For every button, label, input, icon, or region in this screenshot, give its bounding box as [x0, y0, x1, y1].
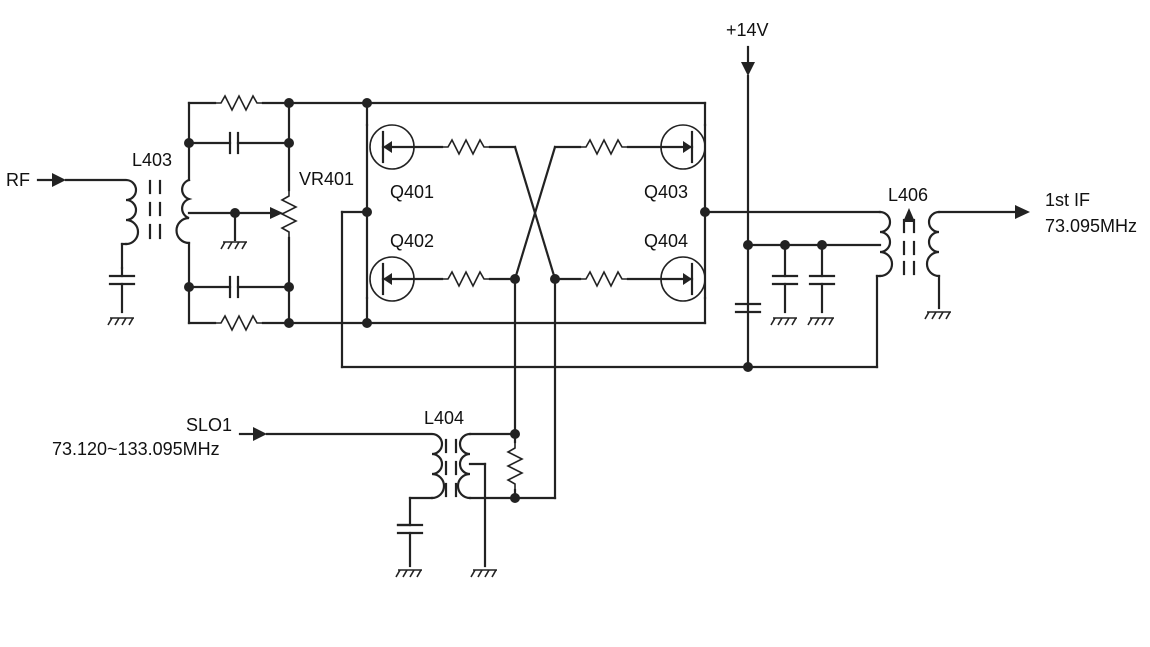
- main-buses: [287, 98, 707, 328]
- vr401-potentiometer: [187, 98, 297, 328]
- if-freq-label: 73.095MHz: [1045, 216, 1137, 236]
- slo-label: SLO1: [186, 415, 232, 435]
- supply-decoupling: [734, 240, 882, 326]
- l403-label: L403: [132, 150, 172, 170]
- q402-transistor: [365, 210, 517, 302]
- supply-arrow: [741, 45, 755, 372]
- cross-coupling: [510, 145, 560, 500]
- output-node: [340, 207, 882, 369]
- l406-transformer: [875, 208, 1017, 369]
- l404-label: L404: [424, 408, 464, 428]
- q401-transistor: [365, 123, 517, 214]
- q403-label: Q403: [644, 182, 688, 202]
- l404-transformer: [265, 429, 557, 578]
- balance-network: [184, 95, 291, 331]
- l406-label: L406: [888, 185, 928, 205]
- supply-label: +14V: [726, 20, 769, 40]
- slo-input-arrow: [238, 427, 267, 441]
- l403-bypass-cap: [107, 266, 136, 326]
- q401-label: Q401: [390, 182, 434, 202]
- q403-transistor: [553, 123, 707, 214]
- if-out-label: 1st IF: [1045, 190, 1090, 210]
- vr401-label: VR401: [299, 169, 354, 189]
- q404-transistor: [553, 210, 707, 302]
- rf-input-arrow: [36, 173, 66, 187]
- slo-freq-label: 73.120~133.095MHz: [52, 439, 220, 459]
- q402-label: Q402: [390, 231, 434, 251]
- l403-transformer: [64, 178, 193, 270]
- rf-label: RF: [6, 170, 30, 190]
- q404-label: Q404: [644, 231, 688, 251]
- if-output-arrow: [1015, 205, 1030, 219]
